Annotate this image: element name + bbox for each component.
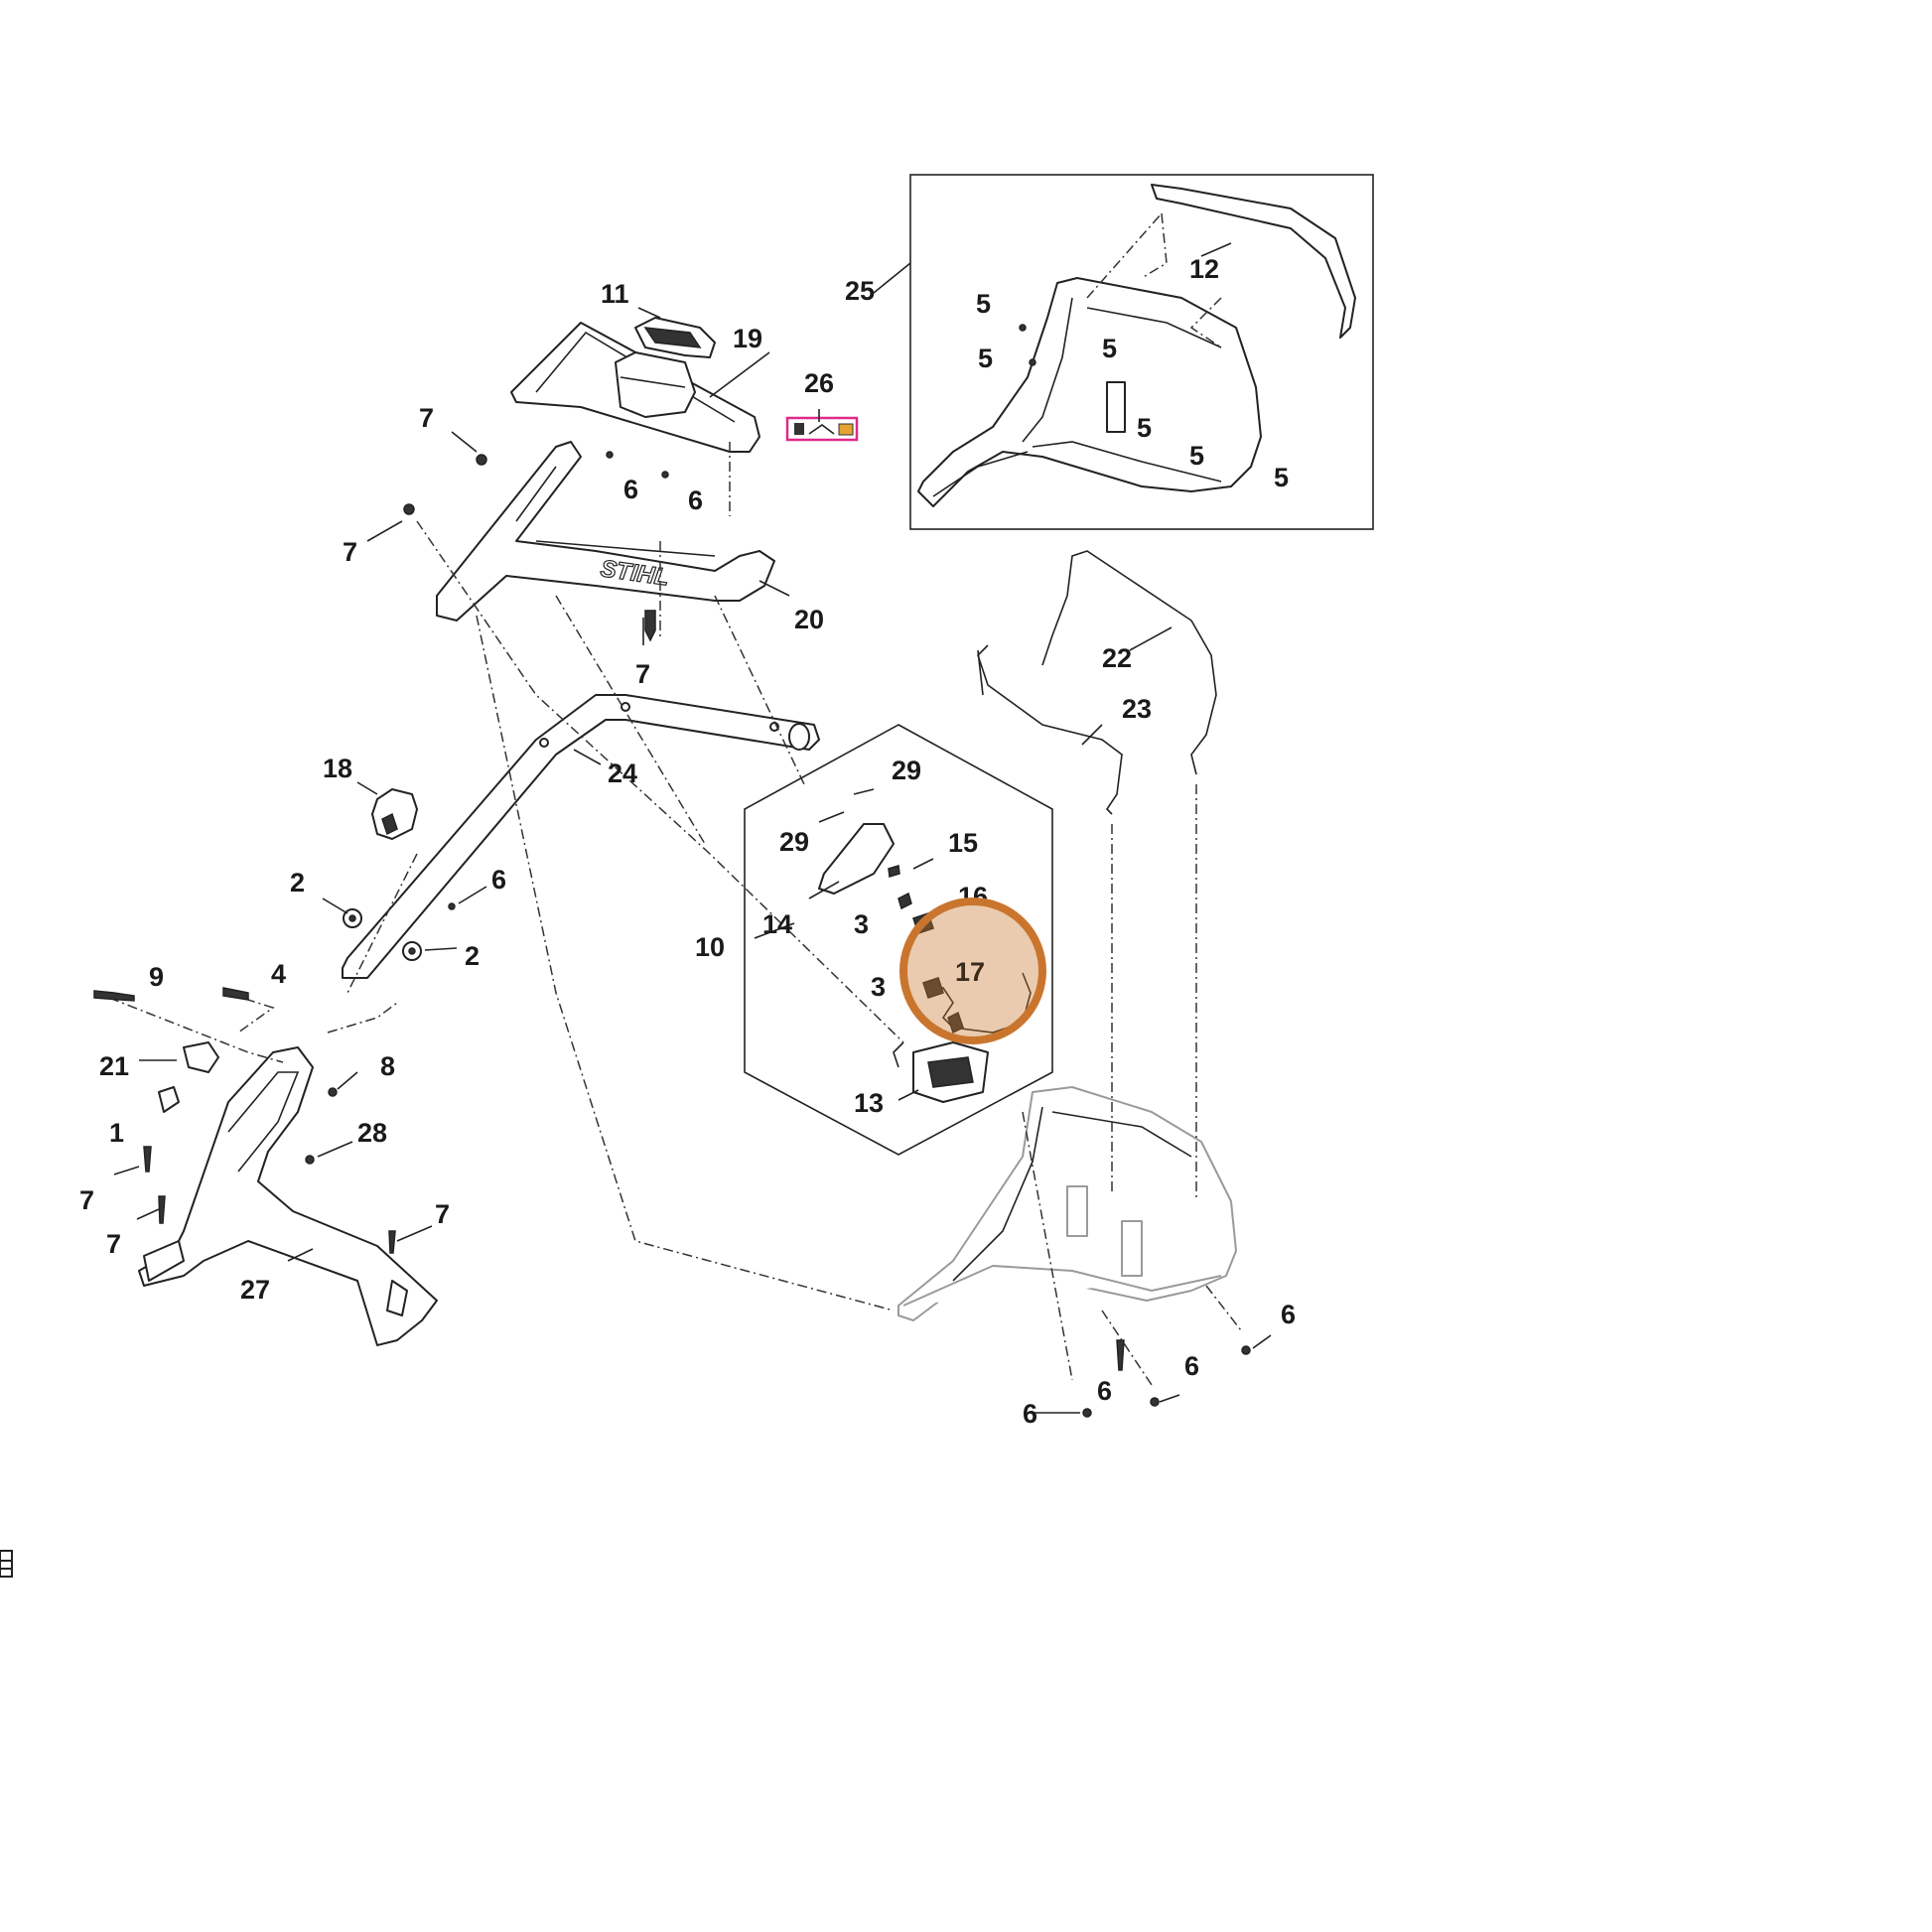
callout-7f: 7 [435,1199,450,1229]
inset-hex-10 [744,724,1053,1156]
callout-27: 27 [240,1275,270,1305]
callout-6c: 6 [491,865,506,895]
mower-deck-ghost [897,1086,1237,1321]
bail-wires-22-23 [977,550,1217,815]
leader-lines [113,242,1272,1414]
callout-13: 13 [854,1088,884,1118]
callout-5d: 5 [1137,413,1152,443]
label-26 [785,416,859,442]
callout-14: 14 [762,909,792,939]
callout-6f: 6 [1097,1376,1112,1406]
callout-29b: 29 [779,827,809,857]
callout-5c: 5 [1102,334,1117,363]
callout-24: 24 [608,759,637,788]
callout-4: 4 [271,959,286,989]
callout-18: 18 [323,754,352,783]
lower-frame-27 [138,1046,438,1346]
highlight-marker-17[interactable]: 17 [899,897,1046,1044]
callout-17: 17 [955,957,985,987]
callout-7d: 7 [79,1185,94,1215]
cable-17 [922,972,1032,1035]
callout-29a: 29 [892,756,921,785]
callout-6e: 6 [1184,1351,1199,1381]
assembly-lines [108,442,1242,1386]
callout-5f: 5 [1274,463,1289,492]
inset-box-25 [909,174,1374,530]
page-icon [0,1550,13,1578]
callout-6d: 6 [1281,1300,1296,1329]
callout-8: 8 [380,1051,395,1081]
callout-7e: 7 [106,1229,121,1259]
callout-2a: 2 [290,868,305,897]
fasteners [93,324,1251,1418]
callout-labels: 11 19 26 7 6 6 7 20 7 25 12 5 5 5 5 5 5 … [79,254,1296,1429]
callout-5b: 5 [978,344,993,373]
callout-16: 16 [958,882,988,911]
callout-21: 21 [99,1051,129,1081]
callout-6g: 6 [1023,1399,1037,1429]
callout-20: 20 [794,605,824,634]
callout-6a: 6 [623,475,638,504]
callout-6b: 6 [688,485,703,515]
callout-19: 19 [733,324,762,353]
clamp-knob-18 [371,788,418,840]
callout-3a: 3 [854,909,869,939]
callout-12: 12 [1189,254,1219,284]
callout-15: 15 [948,828,978,858]
callout-7c: 7 [635,659,650,689]
callout-7a: 7 [419,403,434,433]
callout-7b: 7 [343,537,357,567]
callout-11: 11 [601,279,629,309]
callout-26: 26 [804,368,834,398]
callout-9: 9 [149,962,164,992]
callout-28: 28 [357,1118,387,1148]
callout-10: 10 [695,932,725,962]
callout-3b: 3 [871,972,886,1002]
callout-5a: 5 [976,289,991,319]
callout-22: 22 [1102,643,1132,673]
bail-knob-11 [615,317,716,418]
handle-tube-24 [342,694,820,979]
callout-2b: 2 [465,941,480,971]
callout-5e: 5 [1189,441,1204,471]
callout-1: 1 [109,1118,124,1148]
callout-25: 25 [845,276,875,306]
handle-bar-20: STIHL [436,441,775,621]
callout-23: 23 [1122,694,1152,724]
